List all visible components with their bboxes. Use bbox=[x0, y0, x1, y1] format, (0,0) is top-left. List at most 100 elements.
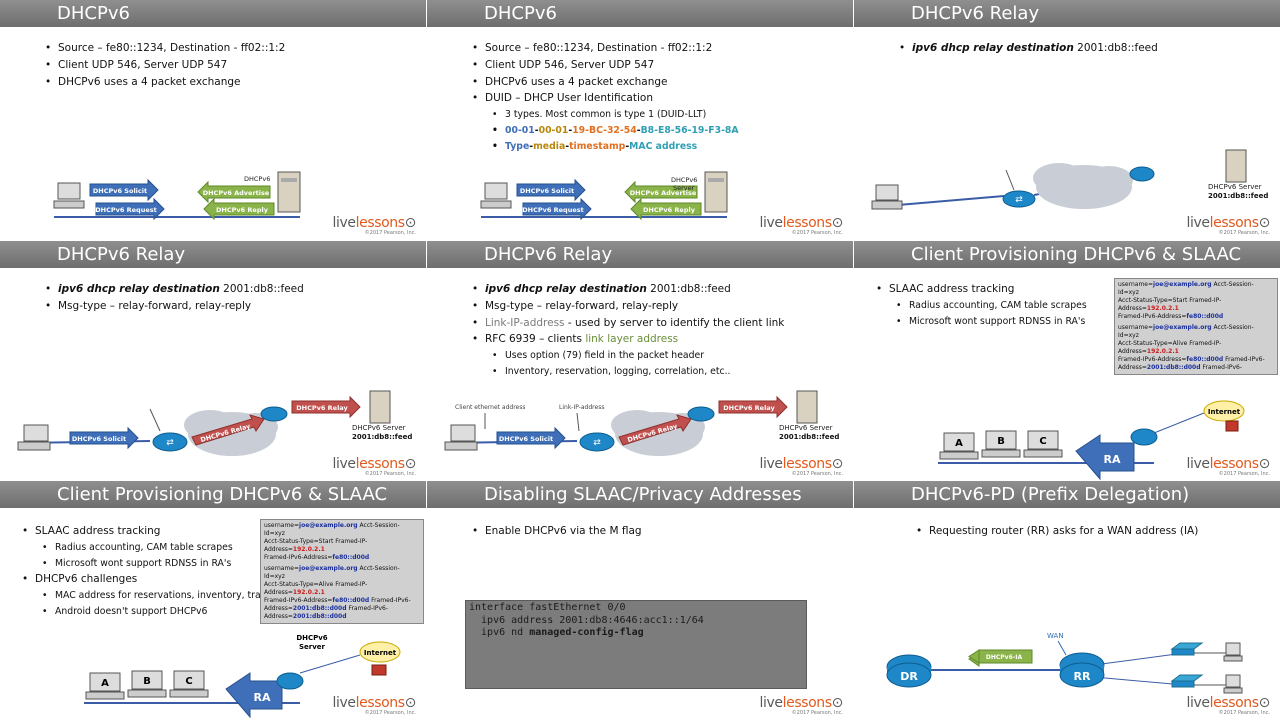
dhcpv6-reply-arrow: DHCPv6 Reply bbox=[630, 197, 702, 221]
server-label: Server bbox=[673, 184, 695, 192]
server-label: DHCPv6 bbox=[244, 175, 270, 183]
router-icon bbox=[276, 672, 304, 690]
svg-text:DHCPv6 Reply: DHCPv6 Reply bbox=[643, 206, 696, 214]
dhcpv6-reply-arrow: DHCPv6 Reply bbox=[203, 197, 275, 221]
router-icon bbox=[260, 406, 288, 422]
sub-bullet: Microsoft wont support RDNSS in RA's bbox=[42, 556, 286, 572]
slide-title: DHCPv6 bbox=[0, 0, 426, 27]
slide-dhcpv6-relay-2[interactable]: DHCPv6 Relay ipv6 dhcp relay destination… bbox=[0, 241, 426, 481]
bullet: DHCPv6 uses a 4 packet exchange bbox=[472, 74, 739, 91]
bullet-list: Requesting router (RR) asks for a WAN ad… bbox=[916, 523, 1198, 540]
bullet: DUID – DHCP User Identification bbox=[472, 90, 739, 107]
server-tower-icon bbox=[796, 390, 818, 424]
livelessons-logo: livelessons⊙©2017 Pearson, Inc. bbox=[1186, 215, 1271, 236]
svg-text:DHCPv6 Relay: DHCPv6 Relay bbox=[723, 404, 775, 412]
slide-dhcpv6-relay-1[interactable]: DHCPv6 Relay ipv6 dhcp relay destination… bbox=[854, 0, 1280, 240]
dhcpv6-solicit-arrow: DHCPv6 Solicit bbox=[89, 178, 159, 202]
bullet: ipv6 dhcp relay destination 2001:db8::fe… bbox=[45, 281, 304, 298]
sub-bullet: Radius accounting, CAM table scrapes bbox=[896, 298, 1087, 314]
router-icon bbox=[687, 406, 715, 422]
bullet-list: SLAAC address tracking Radius accounting… bbox=[876, 281, 1087, 330]
client-ethernet-label: Client ethernet address bbox=[455, 404, 526, 411]
bullet: Requesting router (RR) asks for a WAN ad… bbox=[916, 523, 1198, 540]
dhcpv6-solicit-arrow: DHCPv6 Solicit bbox=[496, 426, 566, 450]
dhcpv6-advertise-arrow: DHCPv6 Advertise bbox=[624, 180, 698, 204]
livelessons-logo: livelessons⊙©2017 Pearson, Inc. bbox=[1186, 695, 1271, 716]
slide-dhcpv6-relay-3[interactable]: DHCPv6 Relay ipv6 dhcp relay destination… bbox=[427, 241, 853, 481]
slide-dhcpv6-pd[interactable]: DHCPv6-PD (Prefix Delegation) Requesting… bbox=[854, 481, 1280, 720]
svg-text:DHCPv6 Advertise: DHCPv6 Advertise bbox=[203, 189, 270, 197]
slide-title: DHCPv6 bbox=[427, 0, 853, 27]
svg-text:DHCPv6 Solicit: DHCPv6 Solicit bbox=[520, 187, 574, 195]
server-address: 2001:db8::feed bbox=[1208, 192, 1268, 200]
svg-text:Internet: Internet bbox=[364, 649, 397, 657]
bullet: Msg-type – relay-forward, relay-reply bbox=[45, 298, 304, 315]
slide-client-provisioning-1[interactable]: Client Provisioning DHCPv6 & SLAAC SLAAC… bbox=[854, 241, 1280, 481]
bullet-list: SLAAC address tracking Radius accounting… bbox=[22, 523, 286, 620]
server-label: DHCPv6 bbox=[671, 176, 697, 184]
host-c-icon: C bbox=[169, 670, 209, 698]
host-b-icon: B bbox=[981, 430, 1021, 458]
relay-router-icon: ⇄ bbox=[152, 432, 188, 452]
dr-router-icon: DR bbox=[886, 654, 932, 688]
bullet-list: Enable DHCPv6 via the M flag bbox=[472, 523, 642, 540]
dhcpv6-server-label: DHCPv6 bbox=[296, 634, 327, 642]
server-address: 2001:db8::feed bbox=[779, 433, 839, 441]
svg-text:DHCPv6-IA: DHCPv6-IA bbox=[986, 654, 1023, 661]
switch-icon bbox=[1170, 674, 1204, 688]
svg-text:A: A bbox=[101, 678, 109, 689]
firewall-icon bbox=[371, 664, 387, 676]
slide-dhcpv6-2[interactable]: DHCPv6 Source – fe80::1234, Destination … bbox=[427, 0, 853, 240]
svg-text:Internet: Internet bbox=[1208, 408, 1241, 416]
dhcpv6-ia-arrow: DHCPv6-IA bbox=[968, 649, 1033, 667]
slide-disabling-slaac[interactable]: Disabling SLAAC/Privacy Addresses Enable… bbox=[427, 481, 853, 720]
svg-text:⇄: ⇄ bbox=[166, 438, 174, 448]
client-pc-icon bbox=[480, 182, 512, 209]
slide-title: Client Provisioning DHCPv6 & SLAAC bbox=[854, 241, 1280, 268]
svg-text:RA: RA bbox=[1104, 453, 1121, 466]
bullet: Enable DHCPv6 via the M flag bbox=[472, 523, 642, 540]
rr-router-icon: RR bbox=[1059, 652, 1105, 688]
svg-text:DHCPv6 Advertise: DHCPv6 Advertise bbox=[630, 189, 697, 197]
slide-title: DHCPv6 Relay bbox=[0, 241, 426, 268]
svg-text:DHCPv6 Solicit: DHCPv6 Solicit bbox=[72, 435, 126, 443]
bullet: Source – fe80::1234, Destination - ff02:… bbox=[472, 40, 739, 57]
svg-text:DHCPv6 Request: DHCPv6 Request bbox=[522, 206, 583, 214]
bullet-list: ipv6 dhcp relay destination 2001:db8::fe… bbox=[899, 40, 1158, 57]
svg-text:B: B bbox=[143, 676, 151, 687]
svg-text:A: A bbox=[955, 438, 963, 449]
host-c-icon: C bbox=[1023, 430, 1063, 458]
svg-text:⇄: ⇄ bbox=[593, 438, 601, 448]
svg-text:RA: RA bbox=[254, 691, 271, 704]
dhcpv6-server-label: Server bbox=[299, 643, 326, 651]
ra-arrow: RA bbox=[1075, 434, 1135, 481]
prefix-delegation-diagram: DR RR WAN DHCPv6-IA bbox=[886, 632, 1243, 694]
server-label: DHCPv6 Server bbox=[779, 424, 833, 432]
slide-client-provisioning-2[interactable]: Client Provisioning DHCPv6 & SLAAC SLAAC… bbox=[0, 481, 426, 720]
cloud-icon bbox=[1033, 163, 1133, 209]
slide-dhcpv6-1[interactable]: DHCPv6 Source – fe80::1234, Destination … bbox=[0, 0, 426, 240]
bullet: Client UDP 546, Server UDP 547 bbox=[472, 57, 739, 74]
svg-text:DR: DR bbox=[900, 670, 918, 683]
internet-cloud-icon: Internet bbox=[359, 641, 401, 663]
livelessons-logo: livelessons⊙©2017 Pearson, Inc. bbox=[332, 695, 417, 716]
svg-text:B: B bbox=[997, 436, 1005, 447]
svg-text:⇄: ⇄ bbox=[1015, 195, 1023, 205]
bullet: RFC 6939 – clients link layer address bbox=[472, 331, 784, 348]
svg-text:RR: RR bbox=[1074, 670, 1091, 683]
bullet: SLAAC address tracking bbox=[22, 523, 286, 540]
slide-title: DHCPv6-PD (Prefix Delegation) bbox=[854, 481, 1280, 508]
host-b-icon: B bbox=[127, 670, 167, 698]
router-icon bbox=[1130, 428, 1158, 446]
dhcpv6-relay-arrow-2: DHCPv6 Relay bbox=[291, 395, 361, 419]
client-pc-icon bbox=[444, 424, 478, 451]
dhcp-exchange-diagram: DHCPv6 Solicit DHCPv6 Request DHCPv6 Adv… bbox=[53, 171, 301, 221]
client-pc-icon bbox=[53, 182, 85, 209]
dhcpv6-solicit-arrow: DHCPv6 Solicit bbox=[516, 178, 586, 202]
livelessons-logo: livelessons⊙©2017 Pearson, Inc. bbox=[332, 215, 417, 236]
relay-diagram: DHCPv6 Solicit ⇄ DHCPv6 Relay DHCPv6 Rel… bbox=[17, 390, 412, 456]
bullet: Source – fe80::1234, Destination - ff02:… bbox=[45, 40, 285, 57]
bullet: Msg-type – relay-forward, relay-reply bbox=[472, 298, 784, 315]
bullet: Client UDP 546, Server UDP 547 bbox=[45, 57, 285, 74]
sub-bullet: Microsoft wont support RDNSS in RA's bbox=[896, 314, 1087, 330]
